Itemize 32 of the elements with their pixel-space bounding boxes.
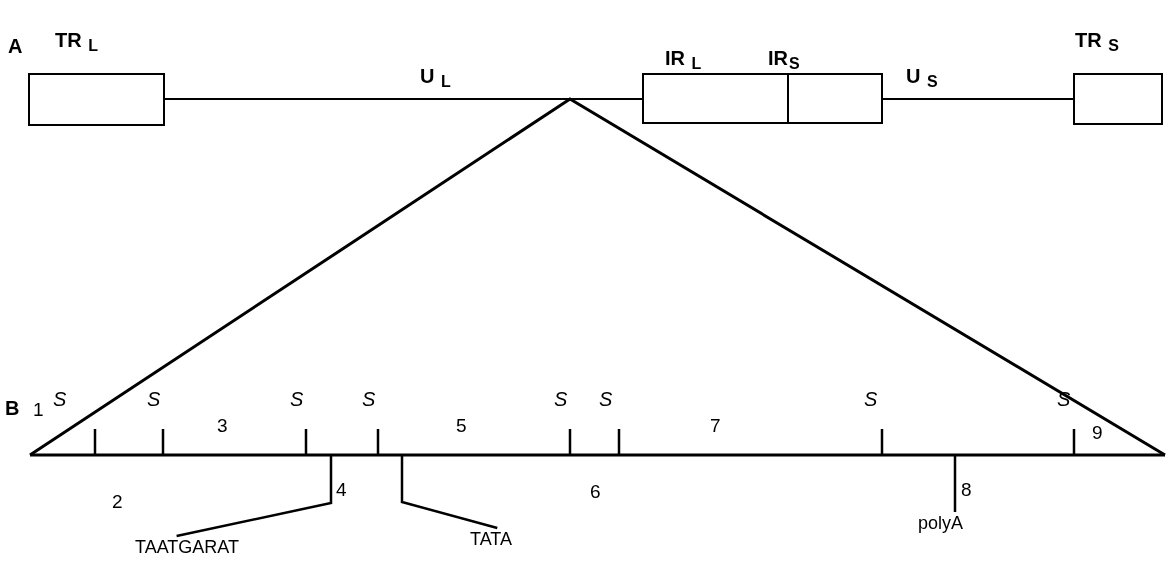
leader-line [400, 455, 498, 530]
panel-letter: A [8, 36, 23, 56]
sequence-label: TAATGARAT [135, 538, 239, 556]
fragment-number: 7 [710, 416, 721, 435]
segment-label: TR $_{S}$ [1075, 30, 1119, 54]
genome-region-line [882, 98, 1074, 100]
site-label: S [362, 389, 376, 409]
site-label: S [554, 389, 568, 409]
site-label: S [290, 389, 304, 409]
fragment-number: 9 [1092, 423, 1103, 442]
fragment-number: 6 [590, 482, 601, 501]
site-label: S [599, 389, 613, 409]
site-label: S [53, 389, 67, 409]
leader-line [176, 455, 333, 538]
leader-line [953, 455, 957, 512]
sequence-label: TATA [470, 530, 512, 548]
segment-label: IR $_{L}$ [665, 48, 702, 72]
fragment-number: 1 [33, 400, 44, 419]
segment-label: IR$_{S}$ [768, 48, 800, 72]
edge-label: U $_{S}$ [906, 66, 938, 90]
fragment-number: 8 [961, 480, 972, 499]
segment-label: TR $_{L}$ [55, 30, 98, 54]
site-label: S [147, 389, 161, 409]
genome-region-line [164, 98, 643, 100]
edge-label: U $_{L}$ [420, 66, 451, 90]
fragment-number: 5 [456, 416, 467, 435]
fragment-number: 2 [112, 492, 123, 511]
site-label: S [864, 389, 878, 409]
sequence-label: polyA [918, 514, 964, 532]
panel-letter: B [5, 398, 20, 418]
fragment-number: 3 [217, 416, 228, 435]
fragment-number: 4 [336, 480, 347, 499]
